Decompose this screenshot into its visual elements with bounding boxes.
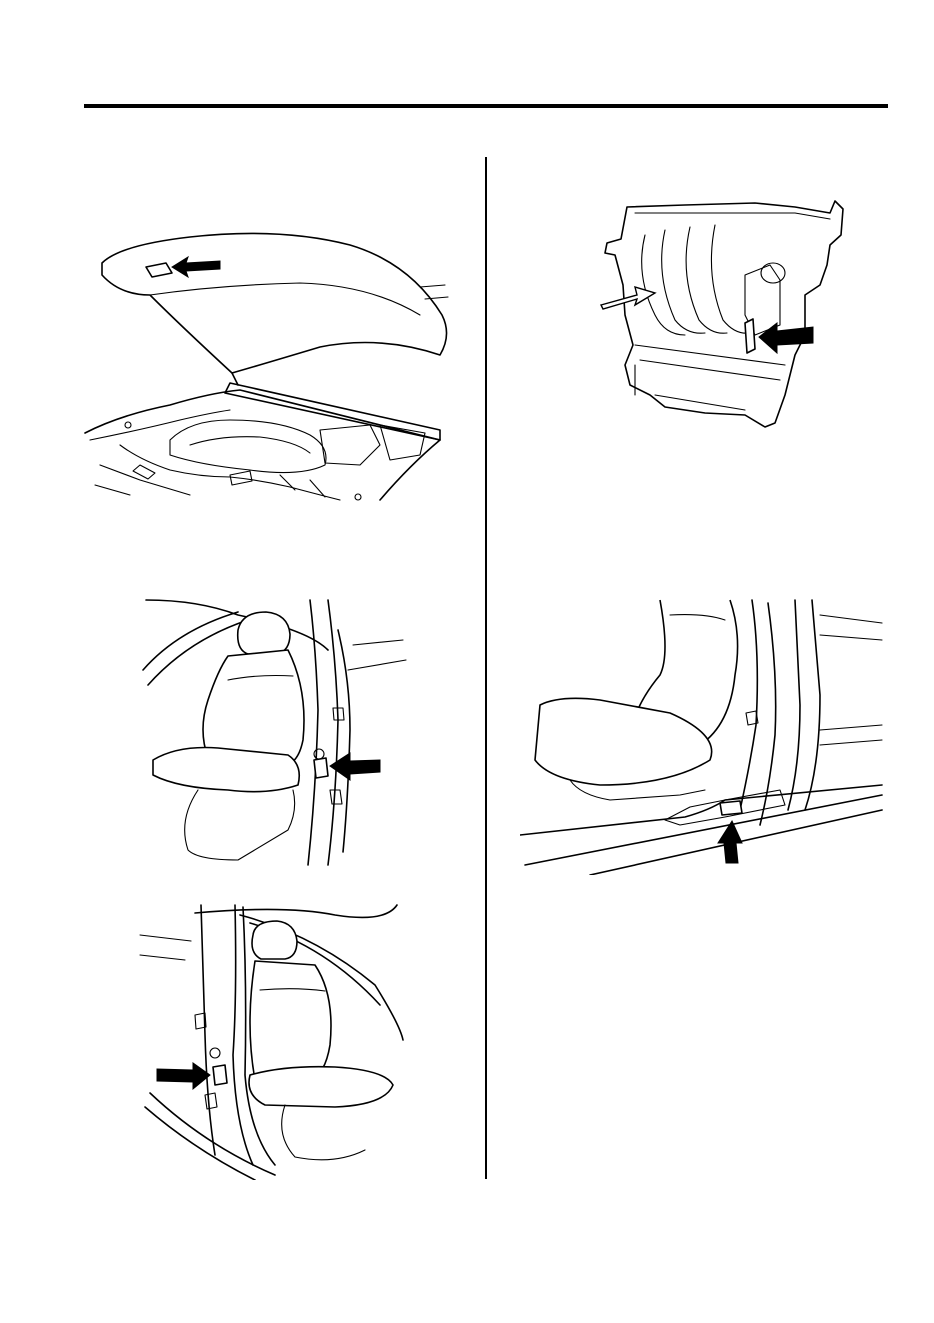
header-rule [84,104,888,108]
passenger-door-pillar-figure [135,895,415,1180]
engine-label-figure [595,195,855,430]
door-sill-figure [520,595,892,875]
front-door-pillar-figure [138,590,413,870]
column-divider [485,157,487,1179]
hood-label-figure [80,215,460,505]
